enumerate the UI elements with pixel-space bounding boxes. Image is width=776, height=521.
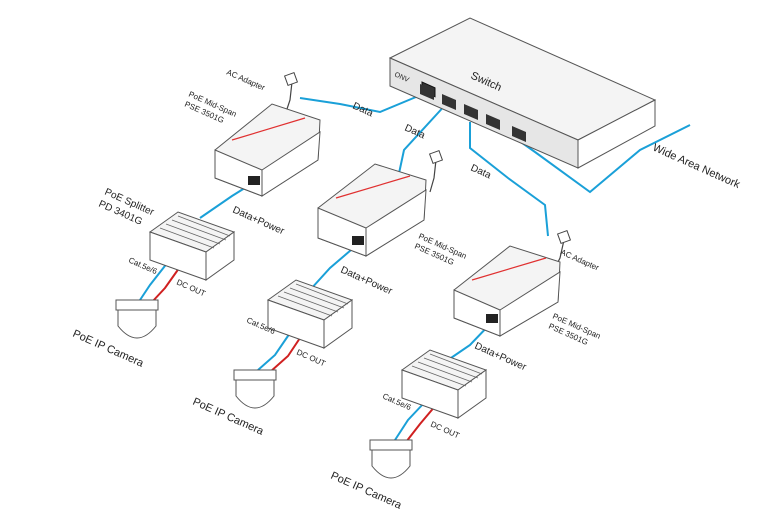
- switch-port-2: [442, 94, 456, 110]
- cable-midspan1-splitter1: [199, 185, 249, 219]
- power-splitter2-camera2: [269, 334, 303, 373]
- midspan-1-stripe: [231, 117, 306, 141]
- splitter-2-fins: [277, 283, 349, 317]
- splitter-3-side: [457, 369, 487, 419]
- cable-splitter3-camera3-data: [394, 402, 425, 441]
- midspan-1: [214, 103, 321, 197]
- splitter-3-fins: [411, 353, 483, 387]
- switch-port-3: [464, 104, 478, 120]
- midspan-2: [317, 163, 427, 257]
- camera-1-dome: [117, 309, 157, 339]
- ac-plug-1: [283, 71, 299, 87]
- power-splitter1-camera1: [151, 263, 183, 303]
- ac-plugs: [283, 71, 572, 245]
- camera-3-base: [369, 439, 413, 451]
- splitter-3: [400, 349, 488, 419]
- power-splitter3-camera3: [405, 404, 437, 443]
- ac-plug-2: [428, 149, 444, 165]
- cable-splitter2-camera2-data: [257, 332, 291, 371]
- ac-cord-2: [429, 159, 437, 193]
- switch-side: [577, 99, 656, 169]
- switch-port-1: [420, 84, 434, 100]
- switch-port-4: [486, 114, 500, 130]
- power-cables: [151, 263, 437, 443]
- label-data-power-1: Data+Power: [231, 205, 287, 238]
- camera-1-base: [115, 299, 159, 311]
- camera-2-dome: [235, 379, 275, 409]
- cable-splitter1-camera1-data: [139, 261, 169, 301]
- camera-1: [115, 299, 159, 339]
- midspan-3: [453, 245, 561, 337]
- switch-port-5: [512, 126, 526, 142]
- midspan-3-side: [499, 271, 561, 337]
- label-dc-out-2: DC OUT: [295, 348, 327, 369]
- splitter-1: [148, 211, 236, 281]
- label-data-power-2: Data+Power: [339, 265, 395, 298]
- label-dc-out-3: DC OUT: [429, 420, 461, 441]
- cable-switch-midspan-3: [469, 122, 549, 237]
- label-dc-out-1: DC OUT: [175, 278, 207, 299]
- splitter-2: [266, 279, 354, 349]
- cable-switch-wan: [517, 124, 691, 194]
- label-ac-adapter-1: AC Adapter: [225, 68, 266, 93]
- ac-plug-3: [556, 229, 572, 245]
- network-switch: ONV Switch: [388, 17, 657, 169]
- ac-cord-1: [285, 81, 293, 113]
- label-data-3: Data: [469, 163, 493, 182]
- label-wan: Wide Area Network: [651, 142, 742, 191]
- midspan-1-port: [248, 176, 260, 185]
- midspan-1-side: [261, 131, 321, 197]
- cable-midspan2-splitter2: [309, 243, 359, 291]
- midspan-3-stripe: [471, 257, 547, 281]
- midspan-2-side: [365, 189, 427, 257]
- label-ac-adapter-2: AC Adapter: [559, 248, 600, 273]
- camera-2: [233, 369, 277, 409]
- camera-3-dome: [371, 449, 411, 479]
- splitter-1-fins: [159, 215, 231, 249]
- cables: [139, 91, 691, 441]
- cable-switch-midspan-1: [299, 91, 429, 114]
- splitter-1-side: [205, 231, 235, 281]
- splitter-2-side: [323, 299, 353, 349]
- midspan-2-port: [352, 236, 364, 245]
- camera-3: [369, 439, 413, 479]
- label-data-1: Data: [351, 101, 375, 120]
- midspan-2-stripe: [335, 175, 411, 199]
- camera-2-base: [233, 369, 277, 381]
- cable-switch-midspan-2: [397, 101, 449, 179]
- midspan-3-port: [486, 314, 498, 323]
